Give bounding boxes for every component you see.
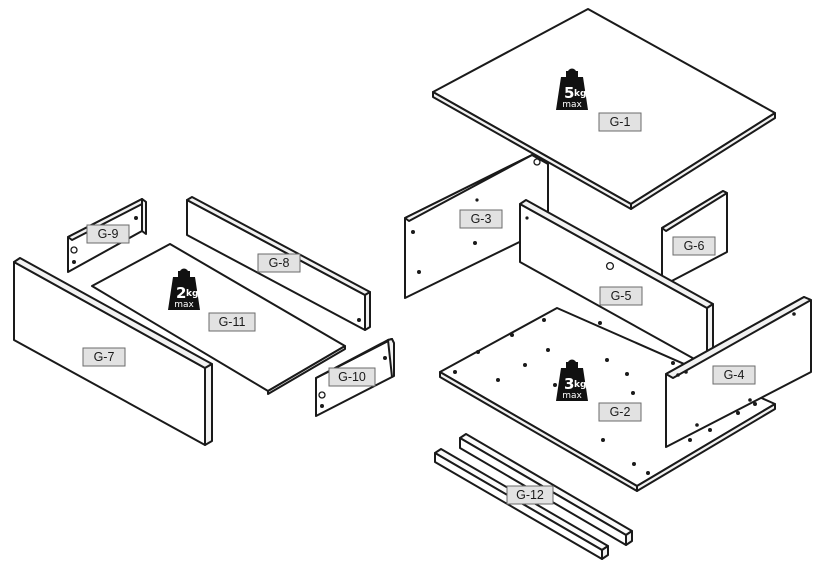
label-g2: G-2 [598, 402, 642, 422]
part-g5 [519, 199, 714, 367]
label-g1: G-1 [598, 112, 642, 132]
weight-unit-top: kg [574, 89, 586, 99]
part-g1 [432, 8, 776, 210]
weight-max-bottom: max [562, 391, 582, 401]
label-g12: G-12 [506, 485, 554, 505]
label-g3: G-3 [459, 209, 503, 229]
label-g5-text: G-5 [611, 289, 632, 303]
weight-icon-drawer: 2 kg max [168, 268, 200, 310]
weight-icon-top: 5 kg max [556, 68, 588, 110]
label-g9-text: G-9 [98, 227, 119, 241]
weight-value-top: 5 [564, 84, 574, 102]
label-g4: G-4 [712, 365, 756, 385]
label-g2-text: G-2 [610, 405, 631, 419]
label-g7: G-7 [82, 347, 126, 367]
label-g8-text: G-8 [269, 256, 290, 270]
weight-unit-bottom: kg [574, 380, 586, 390]
part-g12 [434, 433, 633, 560]
weight-value-bottom: 3 [564, 375, 574, 393]
label-g5: G-5 [599, 286, 643, 306]
weight-value-drawer: 2 [176, 284, 186, 302]
label-g11: G-11 [208, 312, 256, 332]
label-g12-text: G-12 [516, 488, 544, 502]
label-g6-text: G-6 [684, 239, 705, 253]
weight-unit-drawer: kg [186, 289, 198, 299]
label-g9: G-9 [86, 224, 130, 244]
label-g10-text: G-10 [338, 370, 366, 384]
label-g7-text: G-7 [94, 350, 115, 364]
label-g8: G-8 [257, 253, 301, 273]
label-g6: G-6 [672, 236, 716, 256]
weight-icon-bottom: 3 kg max [556, 359, 588, 401]
weight-max-top: max [562, 100, 582, 110]
part-g2 [439, 307, 776, 492]
label-g1-text: G-1 [610, 115, 631, 129]
weight-max-drawer: max [174, 300, 194, 310]
label-g3-text: G-3 [471, 212, 492, 226]
label-g10: G-10 [328, 367, 376, 387]
label-g11-text: G-11 [219, 315, 246, 329]
label-g4-text: G-4 [724, 368, 745, 382]
